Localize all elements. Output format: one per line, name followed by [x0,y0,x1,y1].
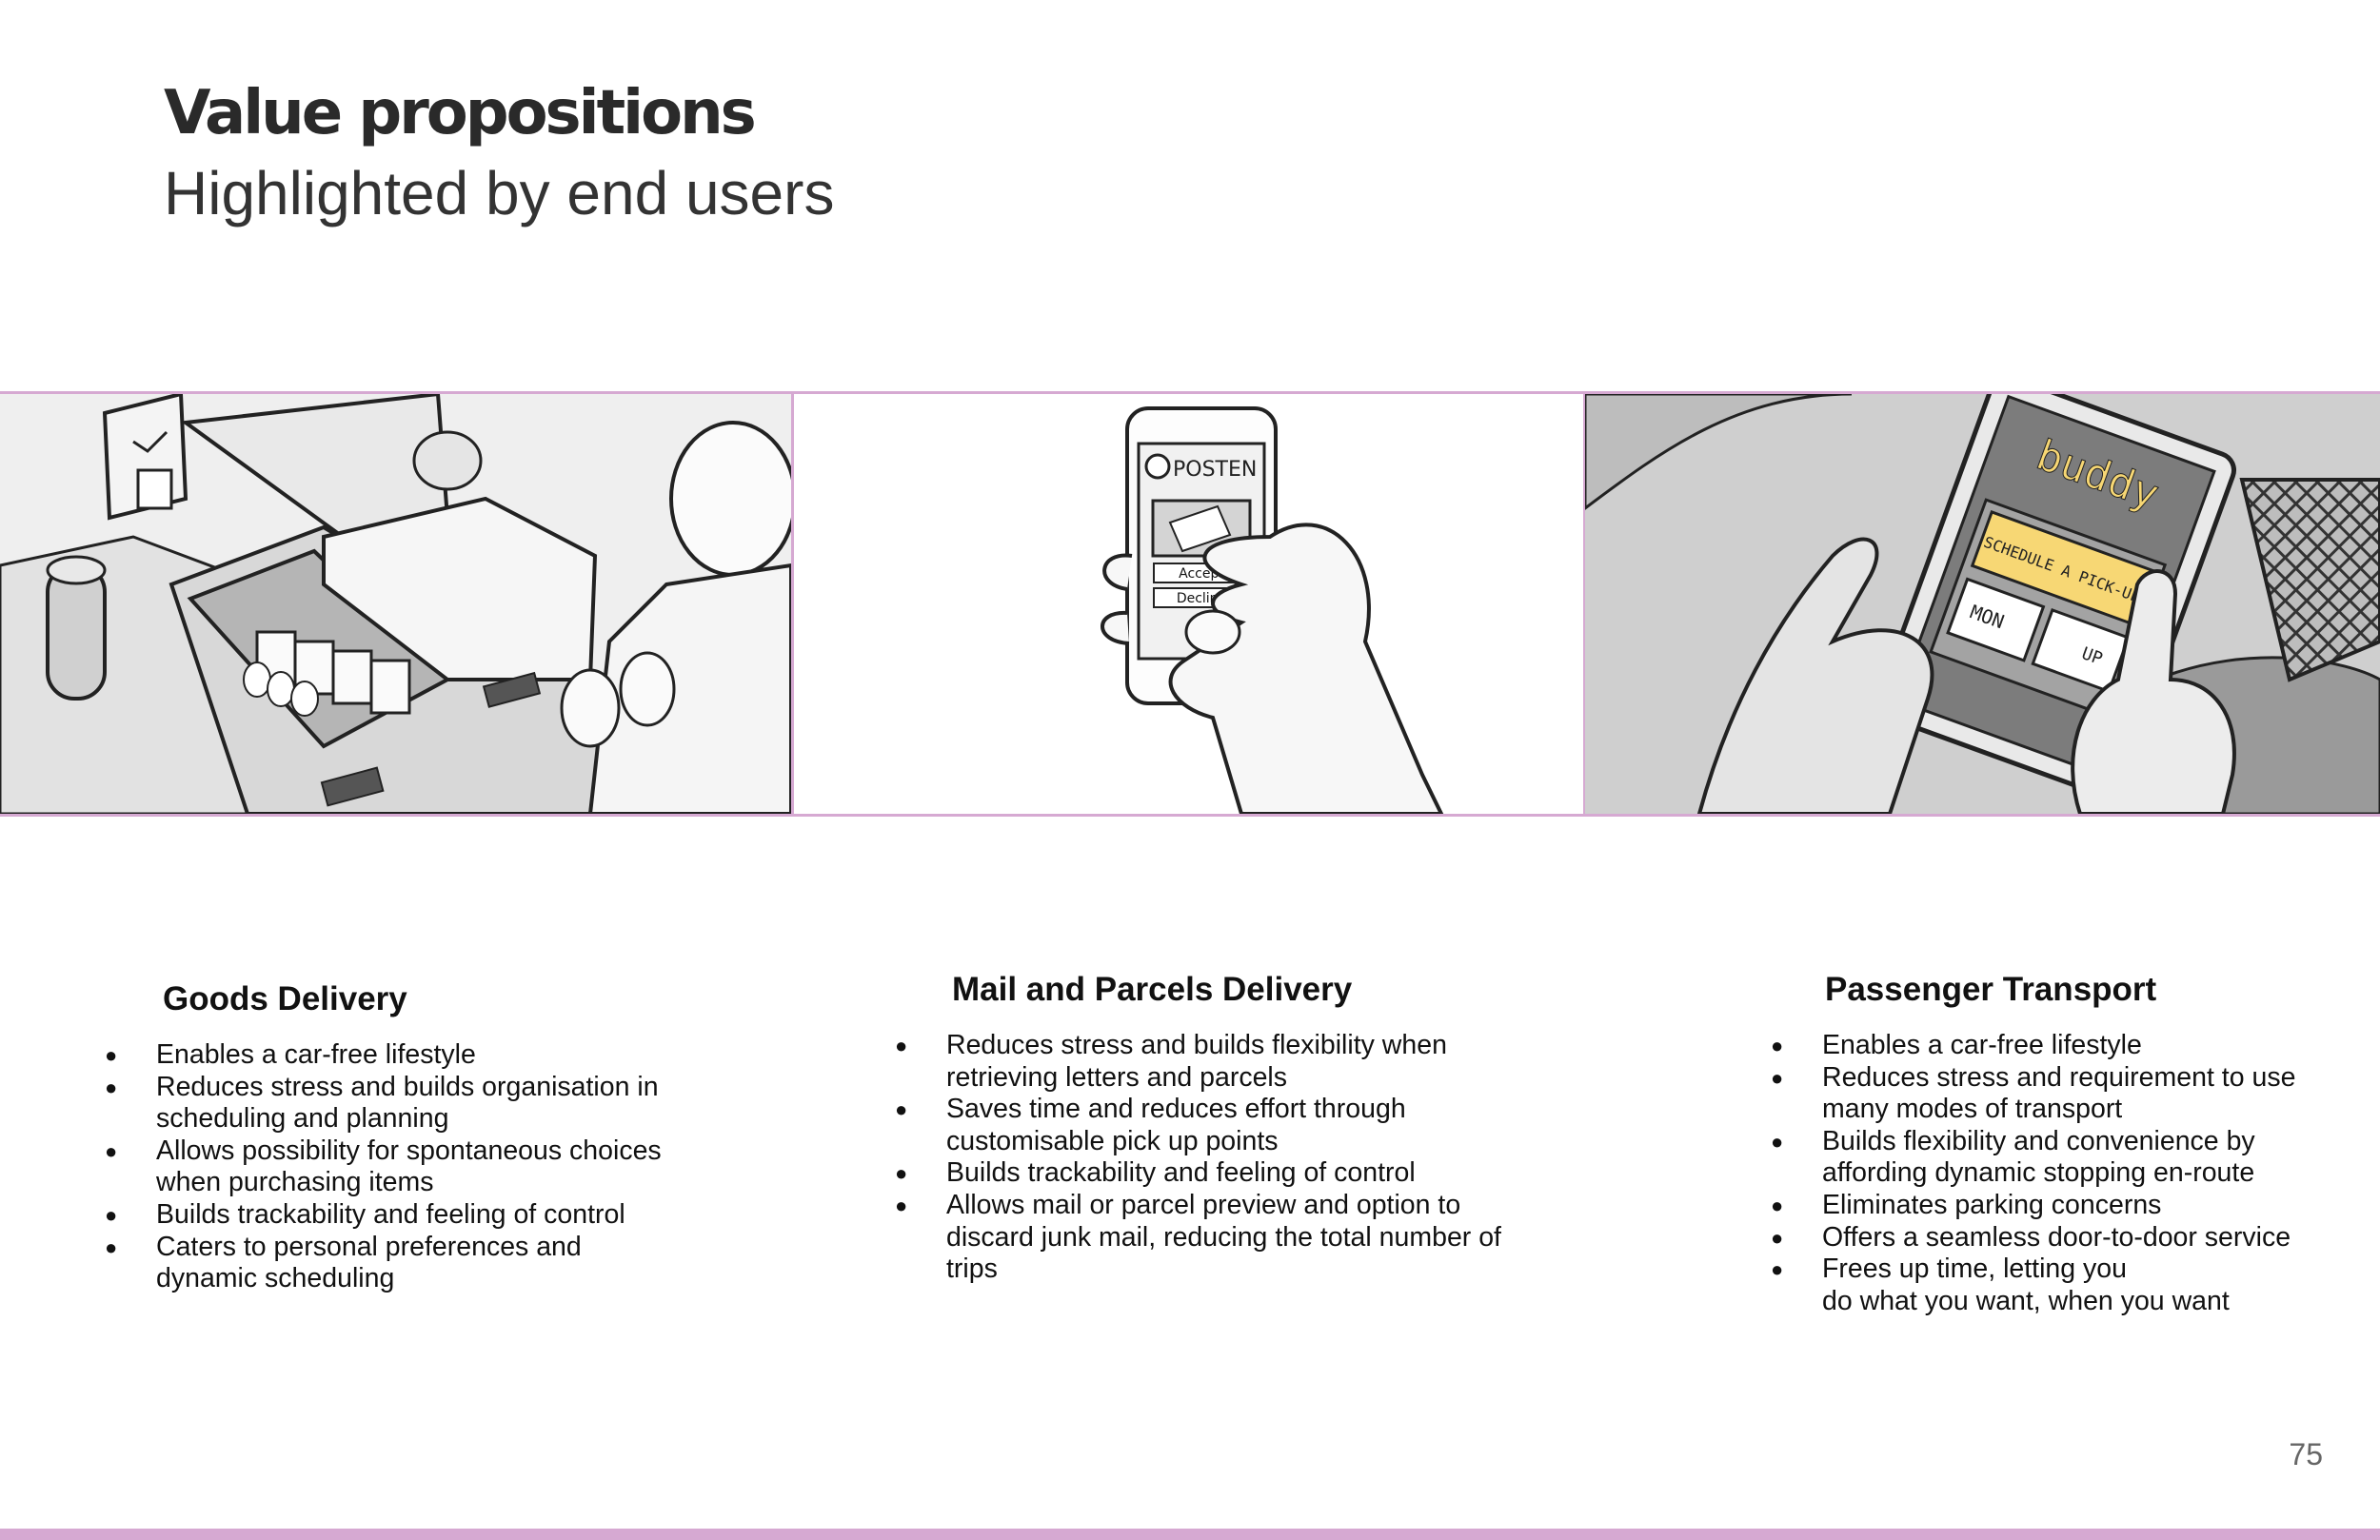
bullet-line: Enables a car-free lifestyle [156,1039,476,1070]
bullet-item: Saves time and reduces effort throughcus… [895,1094,1542,1157]
bullet-line: Caters to personal preferences and [156,1231,582,1262]
bullet-item: Enables a car-free lifestyle [1771,1030,2361,1062]
phone-drawing: POSTEN Accept Decline [794,394,1583,814]
bottom-accent-bar [0,1529,2380,1540]
bullet-item: Reduces stress and builds flexibility wh… [895,1030,1542,1094]
bullet-line: affording dynamic stopping en-route [1822,1157,2255,1189]
passenger-transport-list: Enables a car-free lifestyleReduces stre… [1771,1030,2361,1317]
tablet-drawing: buddy SCHEDULE A PICK-UP MON UP [1585,394,2380,814]
bullet-line: Enables a car-free lifestyle [1822,1030,2142,1060]
bullet-line: Offers a seamless door-to-door service [1822,1221,2291,1253]
page-title: Value propositions [164,78,757,148]
bullet-item: Allows mail or parcel preview and option… [895,1190,1542,1286]
goods-delivery-heading: Goods Delivery [163,980,407,1017]
bullet-line: Reduces stress and requirement to use [1822,1061,2296,1093]
bullet-line: discard junk mail, reducing the total nu… [946,1221,1501,1253]
bullet-line: Builds trackability and feeling of contr… [946,1157,1416,1189]
mail-delivery-list: Reduces stress and builds flexibility wh… [895,1030,1542,1286]
bullet-line: do what you want, when you want [1822,1285,2230,1316]
page-subtitle: Highlighted by end users [164,159,835,227]
bullet-line: Reduces stress and builds flexibility wh… [946,1030,1447,1060]
bullet-line: dynamic scheduling [156,1263,395,1294]
bullet-line: Allows possibility for spontaneous choic… [156,1135,662,1166]
bullet-item: Builds trackability and feeling of contr… [895,1157,1542,1190]
delivery-pod-drawing [0,394,791,814]
panel-divider [1583,394,1586,814]
bullet-line: Frees up time, letting you [1822,1254,2127,1285]
mail-delivery-heading: Mail and Parcels Delivery [952,971,1353,1008]
bullet-line: retrieving letters and parcels [946,1061,1288,1093]
bullet-item: Allows possibility for spontaneous choic… [105,1135,695,1199]
passenger-transport-illustration: buddy SCHEDULE A PICK-UP MON UP [1585,394,2380,814]
passenger-transport-heading: Passenger Transport [1825,971,2157,1008]
goods-delivery-illustration [0,394,791,814]
bullet-line: Reduces stress and builds organisation i… [156,1071,659,1102]
bullet-item: Builds flexibility and convenience byaff… [1771,1126,2361,1190]
bullet-line: trips [946,1254,998,1285]
bullet-line: Builds flexibility and convenience by [1822,1125,2255,1156]
bullet-line: Builds trackability and feeling of contr… [156,1198,625,1230]
bullet-item: Reduces stress and builds organisation i… [105,1072,695,1135]
bullet-line: Allows mail or parcel preview and option… [946,1189,1461,1220]
bullet-item: Reduces stress and requirement to useman… [1771,1062,2361,1126]
bullet-line: when purchasing items [156,1167,434,1198]
mail-delivery-illustration: POSTEN Accept Decline [794,394,1583,814]
bullet-item: Eliminates parking concerns [1771,1190,2361,1222]
bullet-line: Eliminates parking concerns [1822,1189,2162,1220]
goods-delivery-column: Goods Delivery Enables a car-free lifest… [105,980,695,1295]
posten-brand-label: POSTEN [1173,458,1257,482]
panel-divider [791,394,794,814]
bullet-item: Caters to personal preferences anddynami… [105,1232,695,1295]
goods-delivery-list: Enables a car-free lifestyleReduces stre… [105,1039,695,1295]
bullet-line: customisable pick up points [946,1125,1279,1156]
bullet-item: Offers a seamless door-to-door service [1771,1222,2361,1254]
mail-delivery-column: Mail and Parcels Delivery Reduces stress… [895,971,1542,1286]
bullet-item: Builds trackability and feeling of contr… [105,1199,695,1232]
passenger-transport-column: Passenger Transport Enables a car-free l… [1771,971,2361,1317]
bullet-line: many modes of transport [1822,1094,2123,1125]
bullet-line: scheduling and planning [156,1103,449,1135]
bullet-line: Saves time and reduces effort through [946,1094,1406,1125]
bullet-item: Enables a car-free lifestyle [105,1039,695,1072]
illustration-strip: POSTEN Accept Decline [0,391,2380,817]
page-number: 75 [2289,1437,2323,1471]
